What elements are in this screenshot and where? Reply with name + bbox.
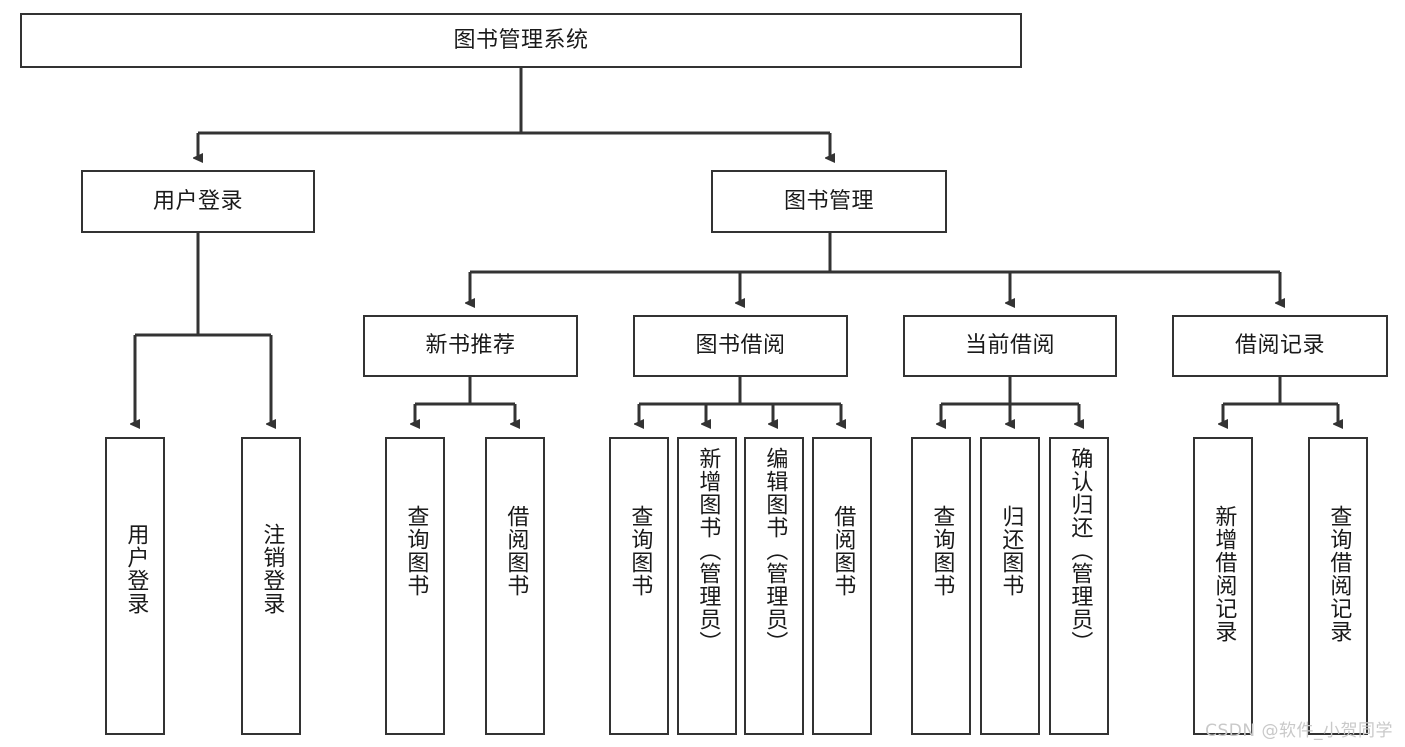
node-label: 新增图书（管理员） — [695, 447, 721, 654]
node-leaf-user-login[interactable]: 用户登录 — [105, 437, 165, 735]
node-label: 查询图书 — [929, 505, 955, 597]
node-label: 用户登录 — [123, 523, 149, 615]
node-leaf-query-book-1[interactable]: 查询图书 — [385, 437, 445, 735]
node-label: 借阅记录 — [1234, 333, 1325, 358]
node-label: 当前借阅 — [964, 333, 1055, 358]
node-leaf-confirm-return[interactable]: 确认归还（管理员） — [1049, 437, 1109, 735]
node-current-borrow[interactable]: 当前借阅 — [903, 315, 1117, 377]
node-label: 查询图书 — [627, 505, 653, 597]
node-leaf-query-borrow-record[interactable]: 查询借阅记录 — [1308, 437, 1368, 735]
node-label: 查询借阅记录 — [1326, 505, 1352, 643]
node-leaf-add-book[interactable]: 新增图书（管理员） — [677, 437, 737, 735]
node-label: 编辑图书（管理员） — [762, 447, 788, 654]
node-new-book-recommend[interactable]: 新书推荐 — [363, 315, 578, 377]
node-borrow-record[interactable]: 借阅记录 — [1172, 315, 1388, 377]
node-label: 用户登录 — [152, 188, 243, 214]
node-label: 归还图书 — [998, 505, 1024, 597]
node-user-login[interactable]: 用户登录 — [81, 170, 315, 233]
node-leaf-edit-book[interactable]: 编辑图书（管理员） — [744, 437, 804, 735]
node-label: 图书管理系统 — [453, 27, 589, 53]
node-leaf-borrow-book-1[interactable]: 借阅图书 — [485, 437, 545, 735]
node-leaf-query-book-3[interactable]: 查询图书 — [911, 437, 971, 735]
node-leaf-return-book[interactable]: 归还图书 — [980, 437, 1040, 735]
node-leaf-add-borrow-record[interactable]: 新增借阅记录 — [1193, 437, 1253, 735]
node-label: 借阅图书 — [830, 505, 856, 597]
node-leaf-logout[interactable]: 注销登录 — [241, 437, 301, 735]
node-label: 新书推荐 — [425, 333, 516, 358]
node-label: 注销登录 — [259, 523, 285, 615]
node-leaf-query-book-2[interactable]: 查询图书 — [609, 437, 669, 735]
node-book-management[interactable]: 图书管理 — [711, 170, 947, 233]
node-label: 查询图书 — [403, 505, 429, 597]
node-root-system[interactable]: 图书管理系统 — [20, 13, 1022, 68]
node-label: 借阅图书 — [503, 505, 529, 597]
node-book-borrow[interactable]: 图书借阅 — [633, 315, 848, 377]
watermark-text: CSDN @软件_小贺同学 — [1205, 721, 1393, 741]
node-leaf-borrow-book-2[interactable]: 借阅图书 — [812, 437, 872, 735]
node-label: 确认归还（管理员） — [1067, 447, 1093, 654]
node-label: 新增借阅记录 — [1211, 505, 1237, 643]
node-label: 图书管理 — [783, 188, 874, 214]
node-label: 图书借阅 — [695, 333, 786, 358]
